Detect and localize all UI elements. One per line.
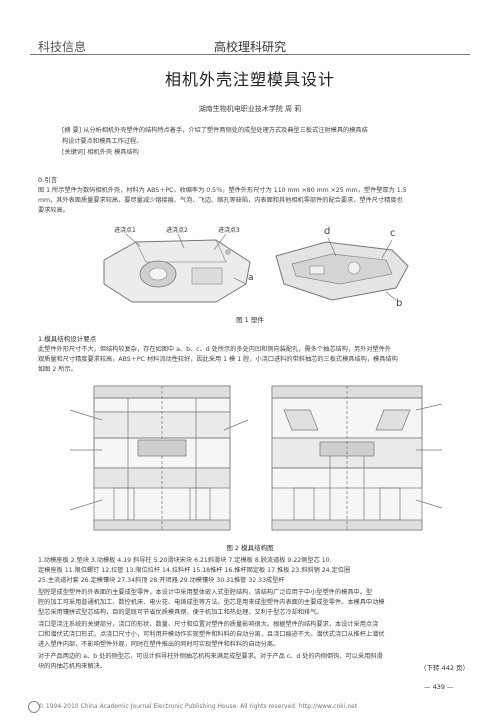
mold-left-view bbox=[69, 385, 249, 531]
s1-line-3: 如图 2 所示。 bbox=[38, 366, 77, 373]
abstract: [摘 要] 从分析相机外壳塑件的结构特点着手，介绍了塑件两侧处的成型处理方式及典… bbox=[62, 125, 442, 158]
label-a: a bbox=[248, 273, 254, 283]
gate-paragraph: 浇口是浇注系统的关键部分，浇口的形状、数量、尺寸和位置对塑件的质量影响很大。根据… bbox=[38, 620, 468, 650]
legend-line-2: 定模座板 11.限位螺钉 12.拉管 13.限位拉杆 14.拉料杆 15.18推… bbox=[38, 567, 351, 574]
label-gate-3: 进浇点3 bbox=[218, 226, 240, 234]
cavity-line-1: 型腔是成型塑件的外表面的主要成型零件，本设计中采用整体嵌入式型腔结构，该结构广泛… bbox=[38, 589, 373, 596]
figure-2-legend: 1.动模座板 2.垫块 3.动模板 4.19 斜导柱 5.20滑块宋块 6.21… bbox=[38, 556, 468, 586]
footer-copyright: © 1994-2010 China Academic Journal Elect… bbox=[38, 703, 358, 710]
author-line: 湖南生物机电职业技术学院 周 莉 bbox=[198, 105, 302, 113]
abstract-label: [摘 要] bbox=[62, 127, 82, 134]
article-title: 相机外壳注塑模具设计 bbox=[164, 70, 335, 89]
core-pull-paragraph: 对于产品两边的 a、b 处的侧型芯，可设计斜导柱外侧抽芯机构来满足成型要求。对于… bbox=[38, 652, 468, 672]
gate-line-1: 浇口是浇注系统的关键部分，浇口的形状、数量、尺寸和位置对塑件的质量影响很大。根据… bbox=[38, 621, 379, 628]
intro-line-3: 要求较高。 bbox=[38, 207, 69, 214]
core-line-2: 块的内抽芯机构来解决。 bbox=[38, 663, 107, 670]
continued-note: （下转 442 页） bbox=[420, 664, 470, 672]
legend-line-1: 1.动模座板 2.垫块 3.动模板 4.19 斜导柱 5.20滑块宋块 6.21… bbox=[38, 557, 332, 564]
intro-line-2: mm，其外表面质量要求较高，要尽量减少熔接痕、气泡、飞边、缩孔等缺陷，内表面和其… bbox=[38, 197, 403, 204]
cavity-line-3: 型芯采用镶拼式型芯结构，目的是既可节省优质模具钢，便于机加工和热处理，又利于型芯… bbox=[38, 609, 323, 616]
label-b: b bbox=[396, 298, 402, 308]
header-right: 高校理科研究 bbox=[214, 40, 287, 54]
label-c: c bbox=[390, 228, 396, 239]
cnki-logo-icon bbox=[28, 701, 40, 713]
gate-line-2: 口和潜伏式浇口形式，点浇口尺寸小，可利用开模动作实现塑件和料料的自动分离，且浇口… bbox=[38, 631, 385, 638]
label-gate-1: 进浇点1 bbox=[114, 226, 136, 234]
page-header: 科技信息 高校理科研究 bbox=[0, 0, 500, 60]
mold-right-view bbox=[271, 385, 443, 531]
section-1-paragraph: 此塑件外形尺寸不大，但结构较复杂，存在如图中 a、b、c、d 处所示的多处内凹和… bbox=[38, 345, 468, 375]
header-rule bbox=[30, 54, 470, 55]
s1-line-2: 观质量和尺寸精度要求较高，ABS＋PC 材料流动性较好，因此采用 1 模 1 腔… bbox=[38, 356, 398, 363]
page-footer: © 1994-2010 China Academic Journal Elect… bbox=[0, 700, 500, 724]
section-intro-heading: 0.引言 bbox=[38, 176, 58, 184]
label-gate-2: 进浇点2 bbox=[166, 226, 188, 234]
figure-2-caption: 图 2 模具结构图 bbox=[226, 544, 274, 552]
core-line-1: 对于产品两边的 a、b 处的侧型芯，可设计斜导柱外侧抽芯机构来满足成型要求。对于… bbox=[38, 653, 383, 660]
abstract-text-1: 从分析相机外壳塑件的结构特点着手，介绍了塑件两侧处的成型处理方式及典型三板式注射… bbox=[83, 127, 368, 134]
keywords: 相机外壳 模具结构 bbox=[87, 149, 139, 156]
intro-line-1: 图 1 所示塑件为数码相机外壳，材料为 ABS＋PC，收缩率为 0.5％，塑件外… bbox=[38, 187, 407, 194]
intro-paragraph: 图 1 所示塑件为数码相机外壳，材料为 ABS＋PC，收缩率为 0.5％，塑件外… bbox=[38, 186, 468, 216]
abstract-text-2: 构设计要点和模具工作过程。 bbox=[62, 138, 143, 145]
legend-line-3: 25.主流道衬套 26.定模镶块 27.34斜顶 28.开闭器 29.动模镶块 … bbox=[38, 577, 285, 584]
figure-1-part: 进浇点1 进浇点2 进浇点3 a d c b bbox=[103, 226, 409, 308]
cavity-paragraph: 型腔是成型塑件的外表面的主要成型零件，本设计中采用整体嵌入式型腔结构，该结构广泛… bbox=[38, 588, 468, 618]
part-right-view bbox=[275, 237, 409, 301]
section-1-heading: 1.模具结构设计要点 bbox=[38, 335, 97, 343]
cavity-line-2: 腔的加工可采用普通机加工、数控机床、电火花、电铸成型等方法。型芯是用来成型塑件内… bbox=[38, 599, 385, 606]
figure-2-mold-structure bbox=[69, 385, 443, 531]
gate-line-3: 进入塑件内部，不影响塑件外观，同时在塑件推出的同时可实现塑件和料料的自动分离。 bbox=[38, 641, 280, 648]
figure-1-caption: 图 1 塑件 bbox=[236, 316, 264, 324]
s1-line-1: 此塑件外形尺寸不大，但结构较复杂，存在如图中 a、b、c、d 处所示的多处内凹和… bbox=[38, 346, 392, 353]
page-number: — 439 — bbox=[424, 683, 454, 691]
part-left-view bbox=[103, 233, 251, 303]
keywords-label: [关键词] bbox=[62, 149, 86, 156]
header-left: 科技信息 bbox=[38, 40, 87, 54]
label-d: d bbox=[324, 226, 330, 237]
